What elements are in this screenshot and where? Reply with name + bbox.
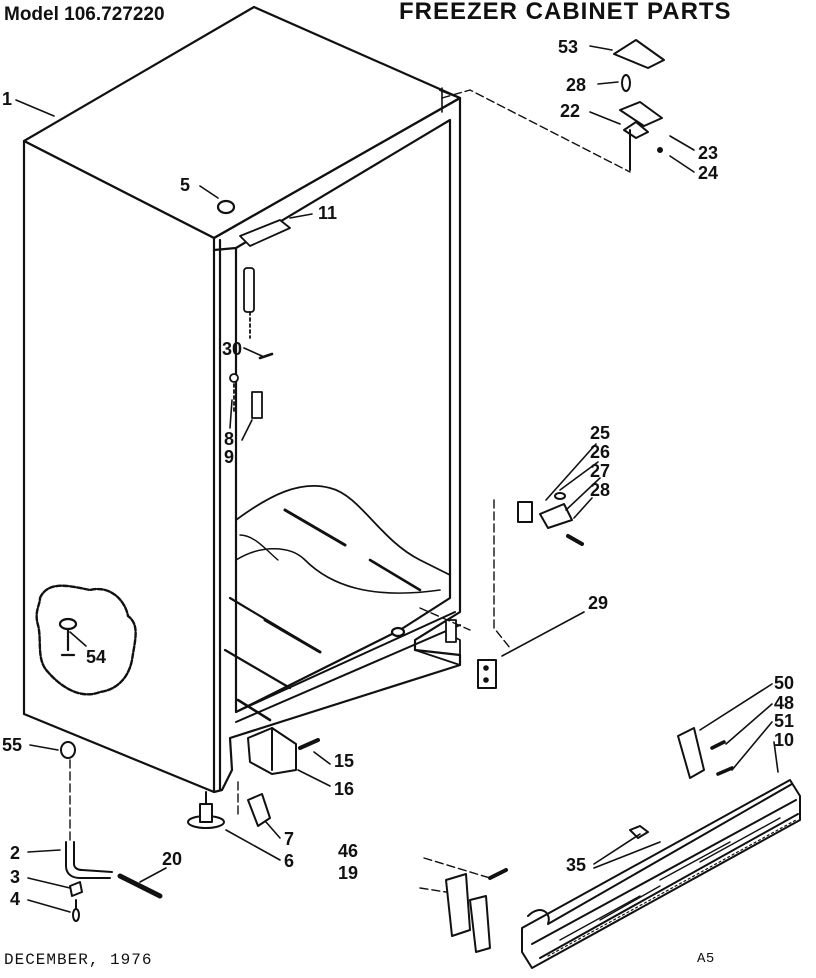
base-grille <box>522 780 800 968</box>
callout-29: 29 <box>588 593 609 613</box>
callout-7: 7 <box>284 829 295 849</box>
top-hinge-assembly <box>614 40 664 170</box>
bottom-hinge-parts <box>420 858 506 952</box>
callout-19: 19 <box>338 863 359 883</box>
guide-lines <box>70 90 630 840</box>
cabinet-outline <box>24 7 460 792</box>
part-54-grommet <box>60 619 76 655</box>
callout-24: 24 <box>698 163 719 183</box>
callout-53: 53 <box>558 37 579 57</box>
callout-55: 55 <box>2 735 23 755</box>
callout-3: 3 <box>10 867 21 887</box>
part-5-plug <box>218 201 234 213</box>
callout-4: 4 <box>10 889 21 909</box>
callout-10: 10 <box>774 730 795 750</box>
leader-lines <box>16 46 778 912</box>
callout-5: 5 <box>180 175 191 195</box>
model-number: Model 106.727220 <box>4 4 165 25</box>
part-7-clip <box>248 794 270 826</box>
part-16-block <box>248 728 318 774</box>
callout-46: 46 <box>338 841 359 861</box>
callout-54: 54 <box>86 647 107 667</box>
callout-1: 1 <box>2 89 13 109</box>
callout-25: 25 <box>590 423 611 443</box>
latch-parts <box>678 728 732 778</box>
callout-9: 9 <box>224 447 235 467</box>
callout-26: 26 <box>590 442 611 462</box>
interior-parts <box>230 220 290 418</box>
footer-page-code: A5 <box>697 951 715 967</box>
callout-28b: 28 <box>590 480 611 500</box>
footer-date: DECEMBER, 1976 <box>4 951 153 969</box>
callout-16: 16 <box>334 779 355 799</box>
part-6-leg <box>188 792 224 828</box>
callout-22: 22 <box>560 101 581 121</box>
callout-20: 20 <box>162 849 183 869</box>
bracket-assembly-25-28 <box>518 493 582 544</box>
callout-27: 27 <box>590 461 611 481</box>
callout-35: 35 <box>566 855 587 875</box>
drain-tube-parts <box>66 842 160 921</box>
callout-50: 50 <box>774 673 795 693</box>
callout-51: 51 <box>774 711 795 731</box>
callout-8: 8 <box>224 429 235 449</box>
diagram-title: FREEZER CABINET PARTS <box>399 0 732 25</box>
callout-28a: 28 <box>566 75 587 95</box>
cutaway-panel <box>37 586 136 695</box>
callout-2: 2 <box>10 843 21 863</box>
callout-48: 48 <box>774 693 795 713</box>
callout-15: 15 <box>334 751 355 771</box>
part-29-plate <box>478 660 496 688</box>
callout-11: 11 <box>318 203 338 223</box>
callout-6: 6 <box>284 851 295 871</box>
callout-30: 30 <box>222 339 243 359</box>
part-55-nut <box>61 742 75 758</box>
callout-23: 23 <box>698 143 719 163</box>
